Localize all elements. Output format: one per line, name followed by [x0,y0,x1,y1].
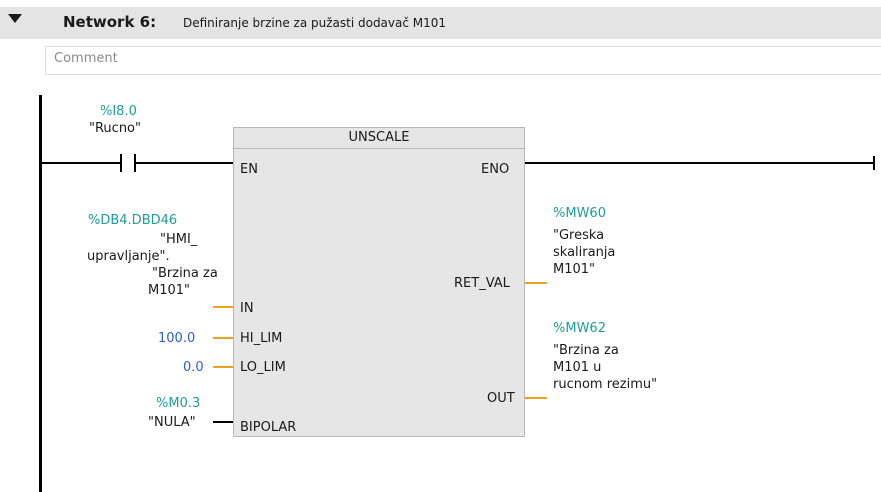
network-description[interactable]: Definiranje brzine za pužasti dodavač M1… [183,16,447,30]
pin-in: IN [240,301,254,316]
contact-address[interactable]: %I8.0 [100,104,137,119]
in-operand-tag-line-1[interactable]: "HMI_ [160,232,198,247]
out-operand-tag-line-3[interactable]: rucnom rezimu" [553,377,658,392]
ret-val-connector [525,282,547,284]
network-header [0,7,881,39]
out-operand-tag-line-2[interactable]: M101 u [553,360,602,375]
in-operand-address[interactable]: %DB4.DBD46 [88,213,178,228]
network-comment-placeholder: Comment [54,51,118,66]
block-title: UNSCALE [233,127,525,149]
rung-end-marker-icon [873,156,875,170]
lo-lim-connector [213,366,233,368]
pin-hi-lim: HI_LIM [240,331,283,346]
bipolar-operand-tag[interactable]: "NULA" [148,415,196,430]
in-operand-tag-line-3[interactable]: "Brzina za [152,266,218,281]
rung-wire [42,162,120,164]
collapse-triangle-icon[interactable] [8,14,22,23]
lo-lim-value[interactable]: 0.0 [183,360,204,375]
hi-lim-value[interactable]: 100.0 [158,331,196,346]
in-connector [213,306,233,308]
in-operand-tag-line-4[interactable]: M101" [148,283,191,298]
bipolar-connector [213,421,233,423]
pin-eno: ENO [481,162,510,177]
network-comment-field[interactable] [45,46,881,75]
contact-tag[interactable]: "Rucno" [89,121,141,136]
in-operand-tag-line-2[interactable]: upravljanje". [87,249,170,264]
ret-val-operand-tag-line-2[interactable]: skaliranja [553,245,616,260]
hi-lim-connector [213,337,233,339]
ret-val-operand-address[interactable]: %MW60 [553,206,606,221]
pin-lo-lim: LO_LIM [240,360,286,375]
contact-left-bar-icon[interactable] [120,154,122,172]
pin-ret-val: RET_VAL [454,276,510,291]
out-operand-tag-line-1[interactable]: "Brzina za [553,343,619,358]
pin-en: EN [240,162,258,177]
contact-right-bar-icon[interactable] [134,154,136,172]
ret-val-operand-tag-line-3[interactable]: M101" [553,262,596,277]
unscale-function-block[interactable] [233,127,525,437]
pin-bipolar: BIPOLAR [240,420,297,435]
bipolar-operand-address[interactable]: %M0.3 [156,396,201,411]
pin-out: OUT [487,391,515,406]
left-power-rail [39,95,42,492]
out-operand-address[interactable]: %MW62 [553,321,606,336]
rung-wire [136,162,233,164]
ret-val-operand-tag-line-1[interactable]: "Greska [553,228,605,243]
out-connector [525,397,547,399]
network-title: Network 6: [63,13,157,31]
eno-output-wire [525,162,874,164]
